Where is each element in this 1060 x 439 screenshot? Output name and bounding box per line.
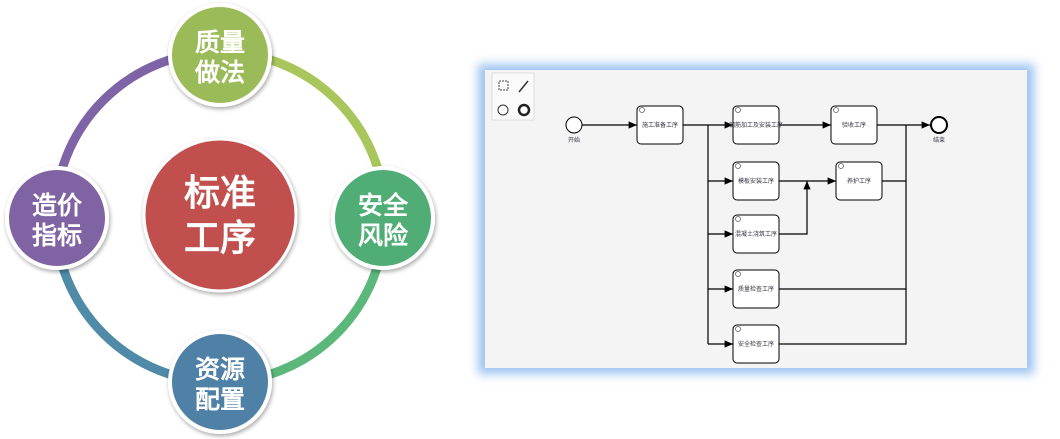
center-node: 标准 工序 <box>142 137 298 293</box>
end-event[interactable] <box>930 116 948 134</box>
user-icon <box>735 163 741 169</box>
user-task[interactable]: 钢筋加工及安装工序 <box>729 105 783 145</box>
user-icon <box>735 271 741 277</box>
user-task[interactable]: 施工准备工序 <box>636 105 684 145</box>
palette <box>491 72 535 121</box>
sequence-flow[interactable] <box>779 181 811 235</box>
user-icon <box>639 107 645 113</box>
end-event-tool-icon[interactable] <box>517 103 531 117</box>
start-event-tool-icon[interactable] <box>497 104 509 116</box>
task-label: 质量检查工序 <box>738 285 774 293</box>
user-task[interactable]: 混凝土浇筑工序 <box>732 214 780 254</box>
user-icon <box>735 326 741 332</box>
quality-node-label: 做法 <box>194 58 245 87</box>
lasso-tool-icon[interactable] <box>498 80 509 91</box>
user-icon <box>838 163 844 169</box>
connect-tool-icon[interactable] <box>518 80 529 93</box>
user-task[interactable]: 模板安装工序 <box>732 161 780 201</box>
safety-node-label: 安全 <box>358 191 409 220</box>
task-label: 模板安装工序 <box>738 177 774 185</box>
center-line-2: 工序 <box>184 218 256 259</box>
center-line-1: 标准 <box>184 173 256 214</box>
start-label: 开始 <box>568 136 580 144</box>
user-icon <box>833 107 839 113</box>
task-label: 安全检查工序 <box>738 340 774 348</box>
cost-node-label: 指标 <box>32 221 82 250</box>
resource-node-label: 配置 <box>195 385 245 414</box>
sequence-flow[interactable] <box>779 289 907 345</box>
user-icon <box>735 107 741 113</box>
user-task[interactable]: 安全检查工序 <box>732 324 780 364</box>
user-icon <box>735 216 741 222</box>
safety-node-label: 风险 <box>358 221 409 250</box>
task-label: 钢筋加工及安装工序 <box>729 121 783 129</box>
user-task[interactable]: 验收工序 <box>830 105 878 145</box>
start-event[interactable] <box>565 116 583 134</box>
user-task[interactable]: 养护工序 <box>835 161 883 201</box>
task-label: 养护工序 <box>847 177 871 185</box>
task-label: 验收工序 <box>842 121 866 129</box>
task-label: 施工准备工序 <box>642 121 678 129</box>
task-label: 混凝土浇筑工序 <box>735 230 777 238</box>
quality-node-label: 质量 <box>195 28 245 57</box>
cost-node-label: 造价 <box>32 191 83 220</box>
user-task[interactable]: 质量检查工序 <box>732 269 780 309</box>
end-label: 结束 <box>933 136 945 144</box>
resource-node-label: 资源 <box>195 355 245 384</box>
